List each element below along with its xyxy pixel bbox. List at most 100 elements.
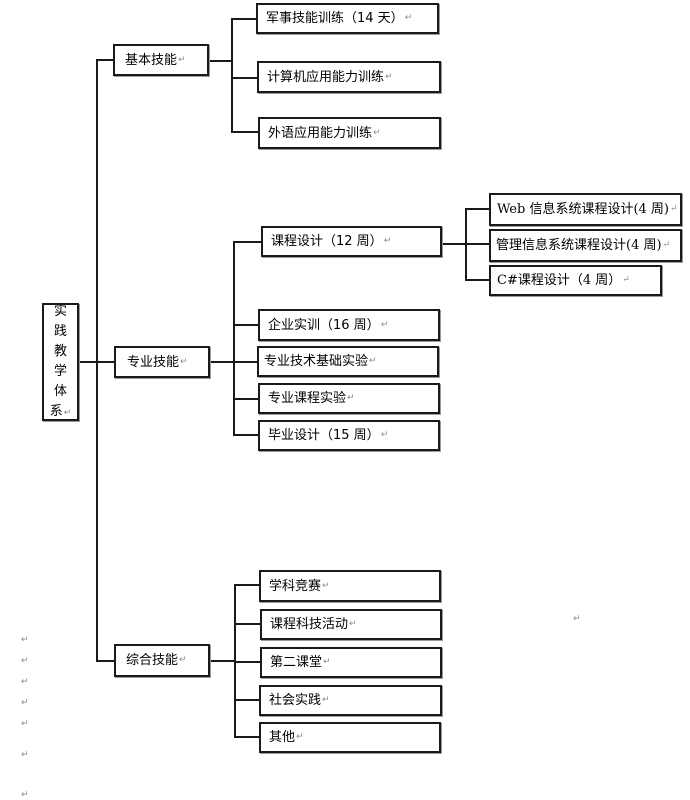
paragraph-mark-icon: ↵ <box>178 54 186 65</box>
node-label: 专业技术基础实验 <box>264 354 369 369</box>
node-comprehensive-skills: 综合技能↵ <box>114 644 210 677</box>
node-csharp-course-design: C#课程设计（4 周）↵ <box>489 265 662 296</box>
root-char: 学 <box>53 363 67 379</box>
paragraph-mark-icon: ↵ <box>21 656 29 666</box>
connector-professional-out <box>209 361 235 363</box>
paragraph-mark-icon: ↵ <box>369 356 377 366</box>
root-char: 践 <box>53 323 67 339</box>
node-label: 计算机应用能力训练 <box>267 69 385 85</box>
node-label: 企业实训（16 周） <box>268 317 380 333</box>
node-military-training: 军事技能训练（14 天）↵ <box>256 3 439 34</box>
node-graduation-project: 毕业设计（15 周）↵ <box>258 420 440 451</box>
root-char: 教 <box>53 343 67 359</box>
node-professional-skills: 专业技能↵ <box>114 346 210 378</box>
node-other: 其他↵ <box>259 722 441 753</box>
paragraph-mark-icon: ↵ <box>322 580 330 591</box>
node-label: 其他 <box>269 730 296 745</box>
connector-course-design-2 <box>465 243 490 245</box>
node-mis-course-design: 管理信息系统课程设计(4 周)↵ <box>489 229 682 262</box>
connector-professional-trunk <box>233 241 235 436</box>
connector-basic-3 <box>231 131 258 133</box>
paragraph-mark-icon: ↵ <box>380 319 389 330</box>
paragraph-mark-icon: ↵ <box>21 698 29 708</box>
node-label: 专业课程实验 <box>268 391 347 406</box>
root-char: 体 <box>53 383 67 399</box>
node-second-classroom: 第二课堂↵ <box>260 647 442 678</box>
paragraph-mark-icon: ↵ <box>373 127 381 138</box>
paragraph-mark-icon: ↵ <box>296 732 304 742</box>
paragraph-mark-icon: ↵ <box>404 13 413 23</box>
node-label: 第二课堂 <box>270 655 323 670</box>
paragraph-mark-icon: ↵ <box>622 275 630 285</box>
node-label: 基本技能 <box>125 52 178 68</box>
node-label: 课程科技活动 <box>270 617 349 632</box>
connector-course-design-1 <box>465 208 490 210</box>
node-technical-foundation-lab: 专业技术基础实验↵ <box>257 346 439 377</box>
paragraph-mark-icon: ↵ <box>21 635 29 645</box>
connector-course-design-out <box>441 243 466 245</box>
connector-basic-1 <box>231 18 257 20</box>
connector-basic-trunk <box>231 18 233 133</box>
connector-basic-out <box>208 60 233 62</box>
connector-root <box>78 361 98 363</box>
node-social-practice: 社会实践↵ <box>259 685 442 716</box>
connector-professional-5 <box>233 434 259 436</box>
paragraph-mark-icon: ↵ <box>21 790 29 800</box>
connector-basic-2 <box>231 77 258 79</box>
node-label: 外语应用能力训练 <box>268 125 373 141</box>
paragraph-mark-icon: ↵ <box>385 71 393 82</box>
node-course-tech-activities: 课程科技活动↵ <box>260 609 442 640</box>
paragraph-mark-icon: ↵ <box>323 657 331 667</box>
paragraph-mark-icon: ↵ <box>179 655 187 665</box>
node-label: 学科竞赛 <box>269 578 322 594</box>
node-basic-skills: 基本技能↵ <box>113 44 209 76</box>
connector-comprehensive-5 <box>234 736 260 738</box>
connector-comprehensive-out <box>209 660 235 662</box>
paragraph-mark-icon: ↵ <box>347 393 355 403</box>
node-foreign-language-training: 外语应用能力训练↵ <box>258 117 441 149</box>
connector-comprehensive-4 <box>234 699 260 701</box>
connector-basic <box>96 59 114 61</box>
connector-professional <box>96 361 114 363</box>
root-char: 实 <box>53 303 67 319</box>
node-course-design: 课程设计（12 周）↵ <box>261 226 442 257</box>
connector-professional-1 <box>233 241 261 243</box>
paragraph-mark-icon: ↵ <box>21 677 29 687</box>
node-label: 课程设计（12 周） <box>271 234 383 249</box>
root-node-practical-teaching-system: 实 践 教 学 体 系↵ <box>42 303 79 421</box>
paragraph-mark-icon: ↵ <box>662 240 671 250</box>
node-label: 综合技能 <box>126 653 179 668</box>
node-label: 军事技能训练（14 天） <box>266 11 404 26</box>
paragraph-mark-icon: ↵ <box>670 204 678 214</box>
root-char-last: 系↵ <box>49 402 72 420</box>
paragraph-mark-icon: ↵ <box>349 619 357 629</box>
connector-main-trunk <box>96 59 98 662</box>
paragraph-mark-icon: ↵ <box>63 407 72 418</box>
connector-professional-4 <box>233 398 259 400</box>
node-subject-competition: 学科竞赛↵ <box>259 570 441 602</box>
node-label: 社会实践 <box>269 693 322 708</box>
paragraph-mark-icon: ↵ <box>573 614 581 624</box>
paragraph-mark-icon: ↵ <box>380 430 389 440</box>
node-professional-course-lab: 专业课程实验↵ <box>258 383 440 414</box>
node-label: 专业技能 <box>127 354 180 370</box>
connector-comprehensive-3 <box>234 661 260 663</box>
paragraph-mark-icon: ↵ <box>180 356 188 367</box>
node-label: C#课程设计（4 周） <box>497 273 622 288</box>
connector-comprehensive <box>96 660 114 662</box>
node-web-info-system-design: Web 信息系统课程设计(4 周)↵ <box>489 193 682 226</box>
node-label: 管理信息系统课程设计(4 周) <box>496 238 662 253</box>
connector-comprehensive-2 <box>234 623 260 625</box>
connector-course-design-3 <box>465 279 490 281</box>
root-char: 系 <box>49 403 63 419</box>
node-enterprise-training: 企业实训（16 周）↵ <box>258 309 440 341</box>
node-label: 毕业设计（15 周） <box>268 428 380 443</box>
node-computer-skills-training: 计算机应用能力训练↵ <box>257 61 441 93</box>
connector-professional-2 <box>233 324 259 326</box>
paragraph-mark-icon: ↵ <box>21 750 29 760</box>
paragraph-mark-icon: ↵ <box>383 236 392 246</box>
paragraph-mark-icon: ↵ <box>322 695 330 705</box>
connector-professional-3 <box>233 361 258 363</box>
node-label: Web 信息系统课程设计(4 周) <box>497 202 669 217</box>
connector-comprehensive-1 <box>234 584 260 586</box>
